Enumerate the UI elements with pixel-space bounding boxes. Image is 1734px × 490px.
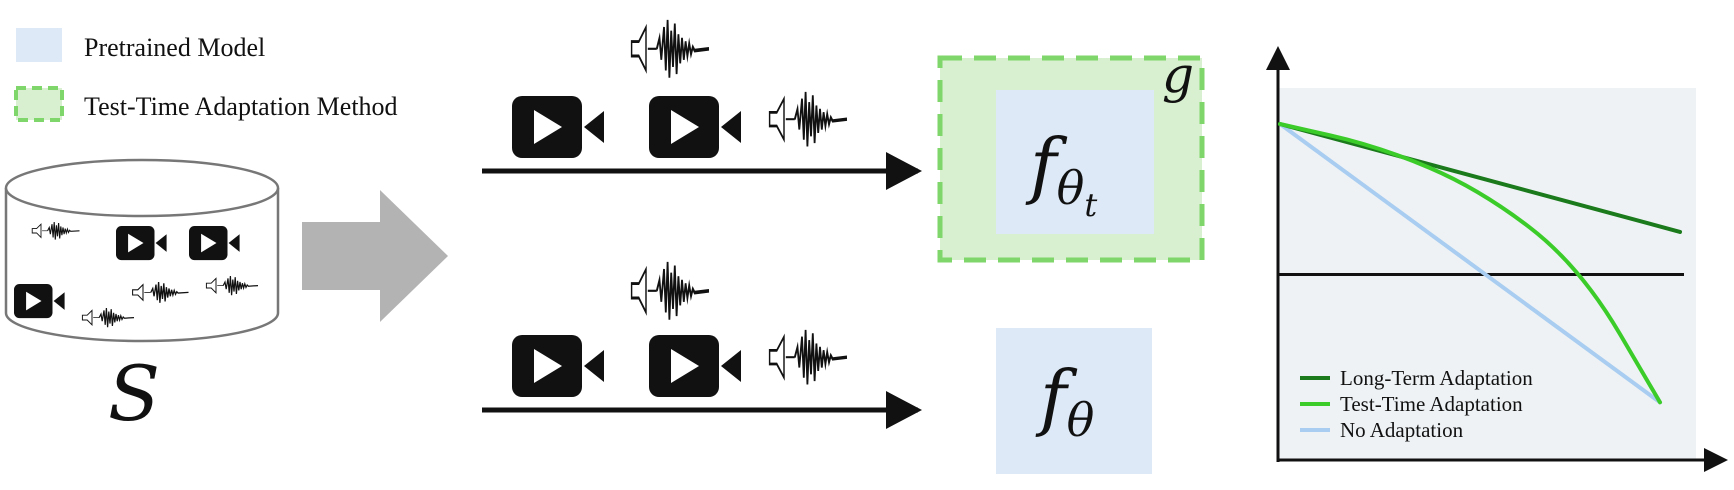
audio-waveform-icon: [629, 18, 711, 80]
audio-waveform-icon: [767, 90, 849, 149]
video-camera-icon: [512, 96, 604, 158]
tta-label: Test-Time Adaptation Method: [84, 92, 398, 121]
bottom-stream: [482, 260, 922, 429]
audio-waveform-icon: [767, 328, 849, 387]
legend: Pretrained Model Test-Time Adaptation Me…: [14, 28, 398, 122]
pretrained-label: Pretrained Model: [84, 33, 265, 62]
series-layer: [1278, 122, 1682, 405]
series-line-test-time-adaptation: [1278, 122, 1662, 405]
pretrained-static-box: [996, 328, 1152, 474]
dataset-cylinder: [4, 158, 280, 343]
tta-swatch: [14, 86, 64, 122]
dataset-label: S: [108, 349, 160, 438]
wrapper-g-label: g: [1162, 46, 1194, 104]
pretrained-swatch: [16, 28, 62, 62]
flow-arrow: [302, 190, 448, 322]
series-line-long-term-adaptation: [1278, 122, 1682, 234]
model-f-theta-t: fθt: [1025, 123, 1097, 224]
top-stream: [482, 18, 922, 190]
legend-entry: Long-Term Adaptation: [1340, 366, 1533, 390]
legend-entry: No Adaptation: [1340, 418, 1464, 442]
video-camera-icon: [512, 335, 604, 397]
video-camera-icon: [649, 335, 741, 397]
video-camera-icon: [649, 96, 741, 158]
pretrained-inner-box: [996, 90, 1154, 234]
audio-waveform-icon: [629, 260, 711, 322]
adapted-model: g fθt: [937, 46, 1205, 263]
legend-entry: Test-Time Adaptation: [1340, 392, 1523, 416]
static-model: fθ: [996, 328, 1152, 474]
series-line-no-adaptation: [1278, 122, 1662, 405]
